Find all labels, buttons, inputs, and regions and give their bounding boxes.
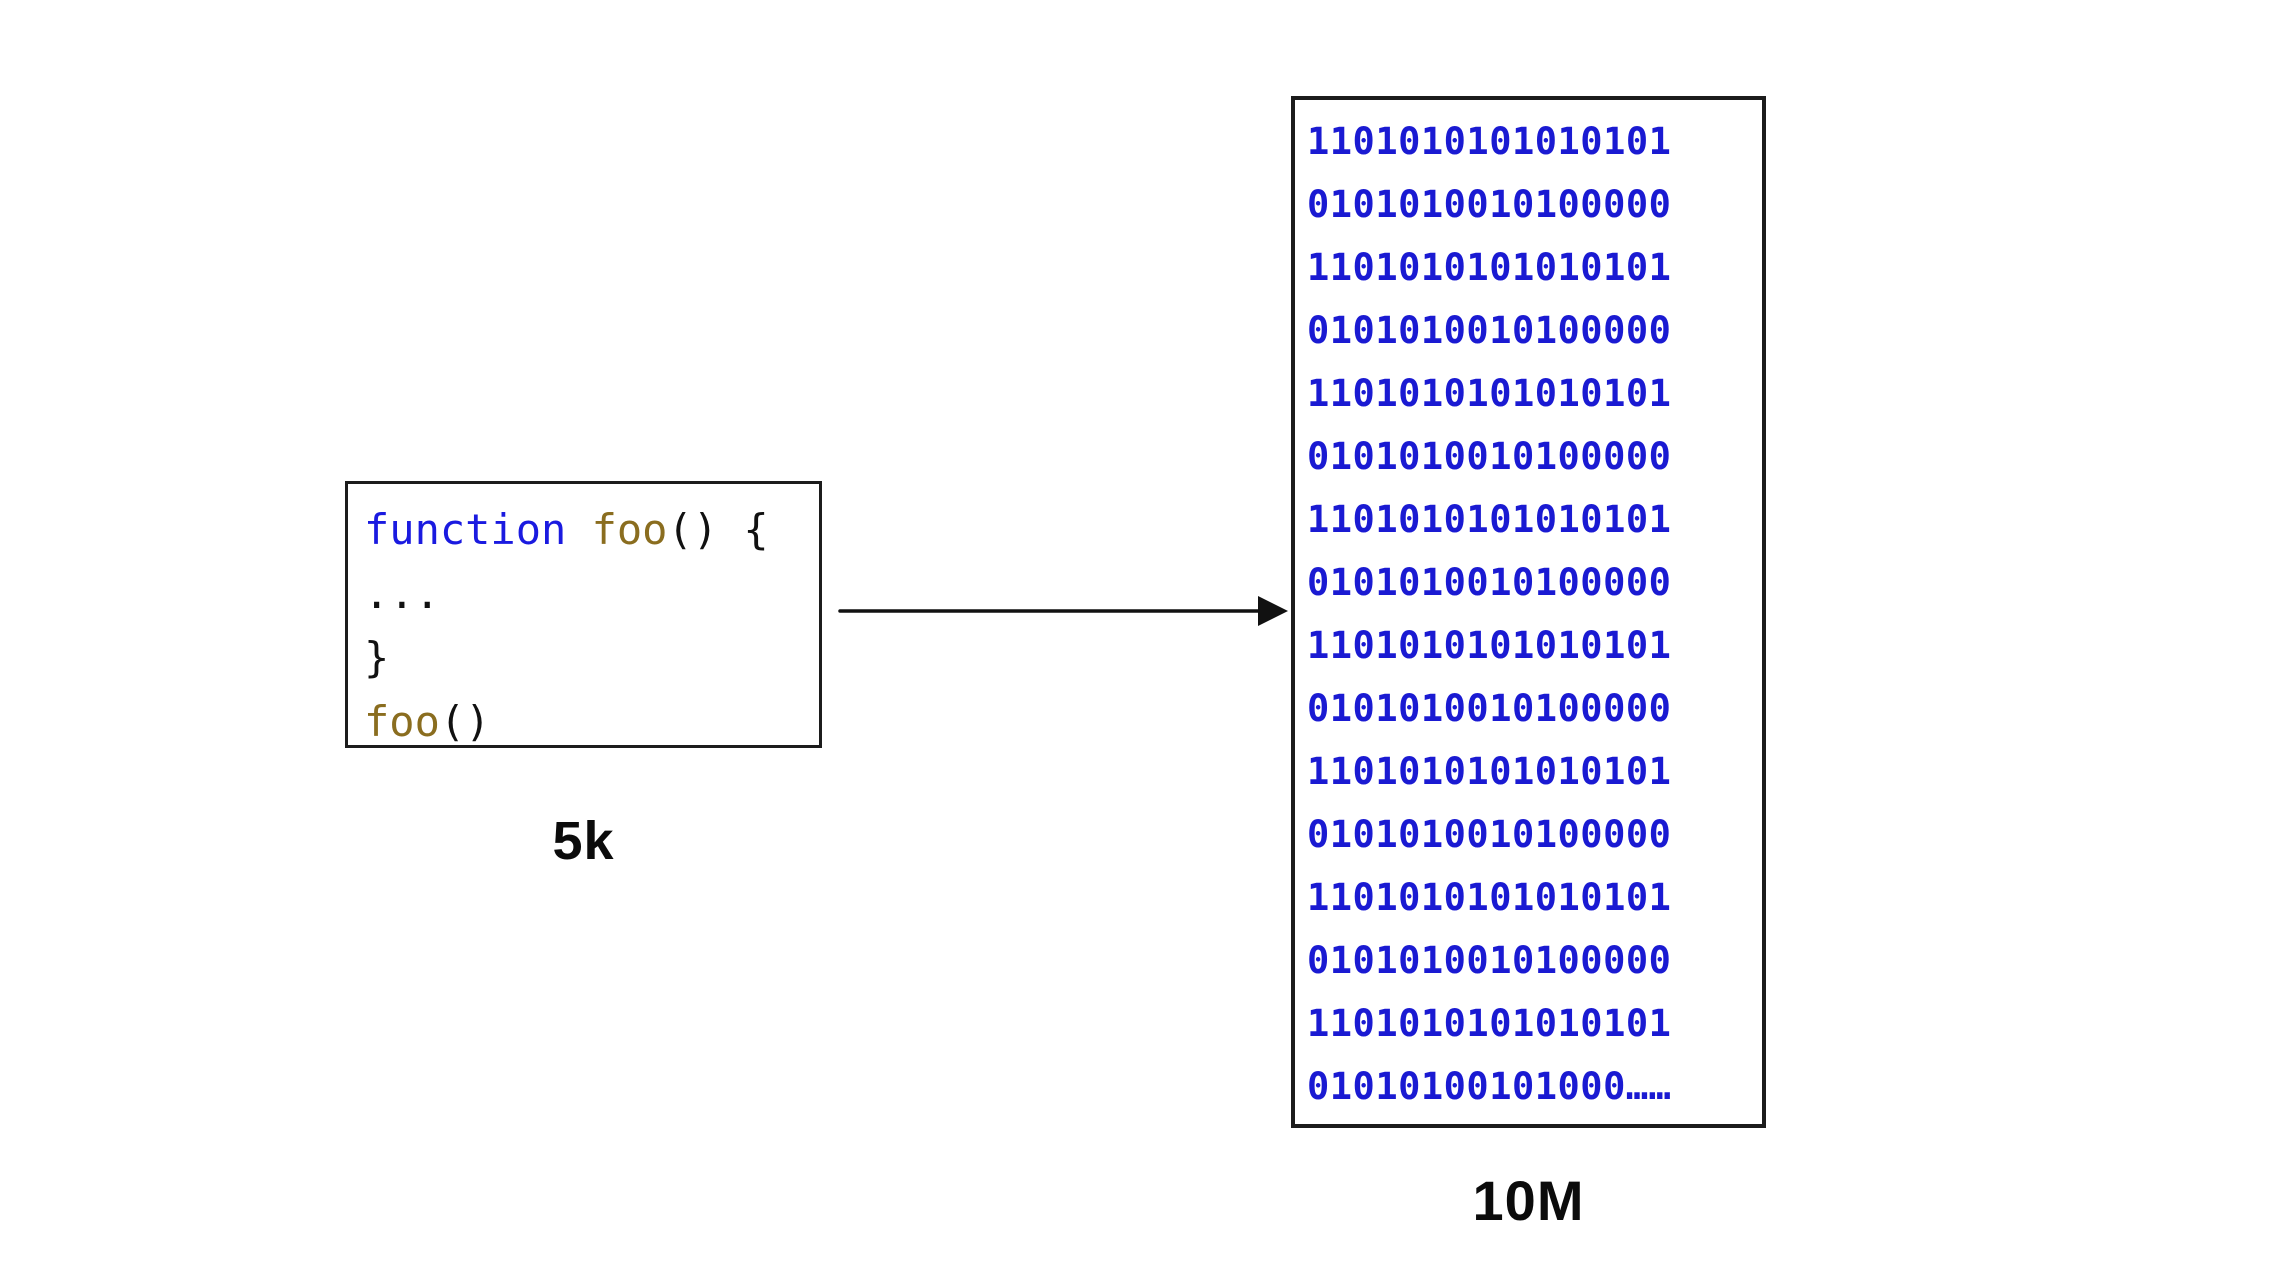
output-size-label: 10M — [1472, 1169, 1585, 1232]
transform-arrow — [838, 596, 1288, 626]
code-token-call-parens: () — [439, 697, 491, 746]
code-line-3: } — [364, 626, 819, 690]
binary-line: 1101010101010101 — [1307, 246, 1672, 289]
code-token-keyword: function — [364, 505, 567, 554]
arrow-head-icon — [1258, 596, 1288, 626]
binary-line: 0101010010100000 — [1307, 687, 1672, 730]
binary-line: 0101010010100000 — [1307, 561, 1672, 604]
code-line-1: function foo() { — [364, 498, 819, 562]
code-token-ellipsis: ... — [364, 569, 440, 618]
code-token-function-name: foo — [591, 505, 668, 554]
binary-line: 1101010101010101 — [1307, 372, 1672, 415]
code-line-4: foo() — [364, 690, 819, 754]
binary-line: 1101010101010101 — [1307, 876, 1672, 919]
binary-line: 0101010010100000 — [1307, 309, 1672, 352]
binary-line: 1101010101010101 — [1307, 498, 1672, 541]
binary-line: 1101010101010101 — [1307, 120, 1672, 163]
binary-line: 1101010101010101 — [1307, 624, 1672, 667]
code-token-open-brace: { — [718, 505, 769, 554]
source-size-label: 5k — [552, 811, 615, 871]
binary-line: 0101010010100000 — [1307, 183, 1672, 226]
source-code-box: function foo() { ... } foo() — [345, 481, 822, 748]
code-token-parens: () — [667, 505, 719, 554]
code-token-close-brace: } — [364, 633, 390, 682]
binary-line: 0101010010100000 — [1307, 813, 1672, 856]
binary-line: 1101010101010101 — [1307, 750, 1672, 793]
code-token-call-name: foo — [364, 697, 440, 746]
binary-line: 0101010010100000 — [1307, 939, 1672, 982]
machine-code-box: 1101010101010101 0101010010100000 110101… — [1291, 96, 1766, 1128]
code-line-2: ... — [364, 562, 819, 626]
code-token-space — [566, 505, 591, 554]
binary-line: 1101010101010101 — [1307, 1002, 1672, 1045]
binary-line-truncated: 01010100101000…… — [1307, 1065, 1672, 1108]
binary-line: 0101010010100000 — [1307, 435, 1672, 478]
